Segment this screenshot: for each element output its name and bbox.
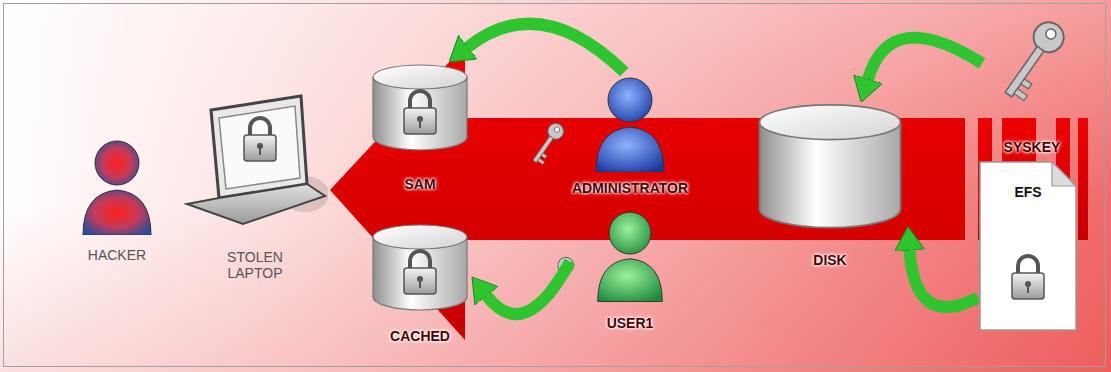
node-label: EFS bbox=[978, 160, 1078, 200]
node-label: DISK bbox=[752, 252, 908, 268]
laptop-icon bbox=[183, 92, 328, 237]
attack-arrow bbox=[330, 45, 1088, 340]
node-label: SAM bbox=[368, 176, 472, 192]
flow-arrow bbox=[868, 38, 982, 79]
disk-node: DISK bbox=[752, 102, 908, 268]
key-icon bbox=[992, 14, 1072, 109]
efs-document: EFS bbox=[978, 160, 1078, 332]
person-figure bbox=[592, 205, 668, 303]
laptop-node: STOLEN LAPTOP bbox=[180, 92, 330, 281]
sam-store: SAM bbox=[368, 62, 472, 192]
disk-cylinder bbox=[370, 222, 470, 314]
disk-cylinder bbox=[755, 102, 905, 232]
node-label: SYSKEY bbox=[982, 139, 1082, 155]
flow-arrow bbox=[487, 262, 570, 314]
hacker-figure: HACKER bbox=[62, 135, 172, 263]
node-label: ADMINISTRATOR bbox=[535, 180, 725, 196]
person-figure bbox=[589, 72, 671, 172]
admin-key bbox=[528, 120, 567, 166]
node-label: HACKER bbox=[62, 247, 172, 263]
admin-user: ADMINISTRATOR bbox=[535, 72, 725, 196]
standard-user: USER1 bbox=[570, 205, 690, 331]
flow-arrow bbox=[910, 250, 978, 307]
person-figure bbox=[73, 135, 161, 235]
node-label: CACHED bbox=[368, 328, 472, 344]
cached-store: CACHED bbox=[368, 222, 472, 344]
disk-cylinder bbox=[370, 62, 470, 154]
node-label: STOLEN LAPTOP bbox=[209, 249, 301, 281]
flow-arrow bbox=[468, 24, 624, 72]
node-label: USER1 bbox=[570, 315, 690, 331]
syskey-node: SYSKEY bbox=[982, 14, 1082, 155]
